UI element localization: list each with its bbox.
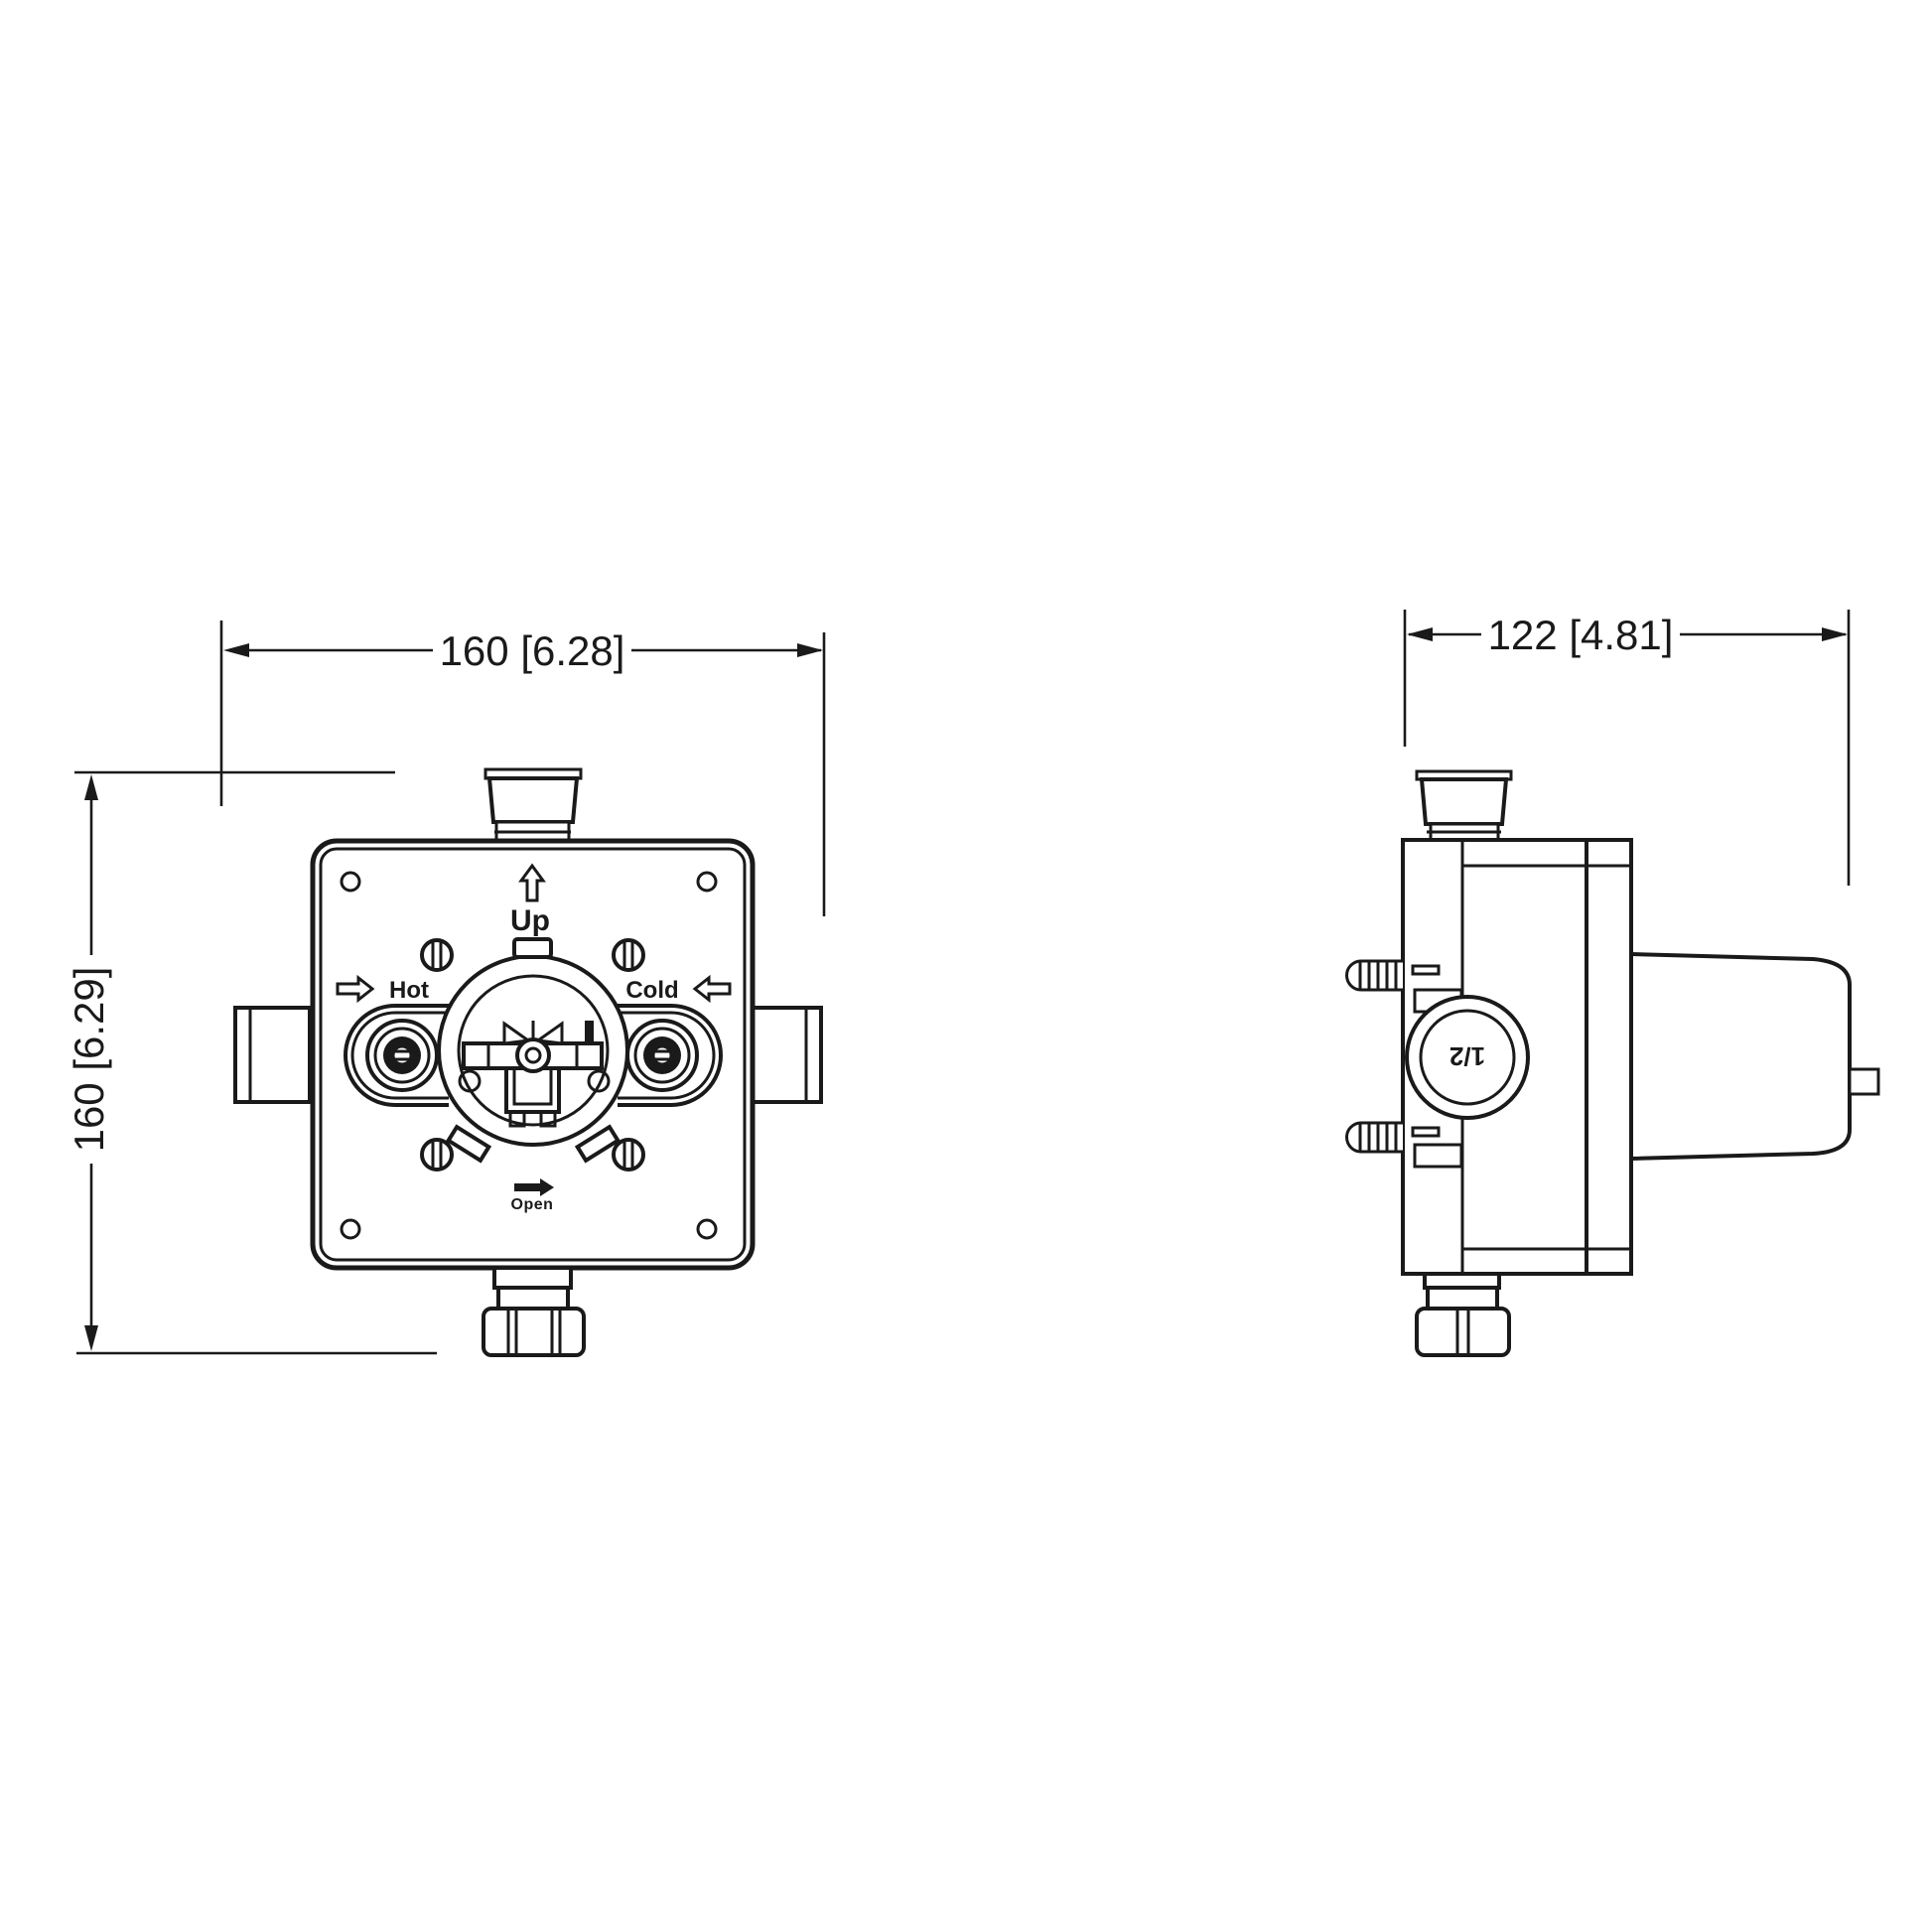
- front-view: 160 [6.28] 160 [6.29]: [66, 621, 826, 1357]
- hot-inlet-stub: [233, 1006, 312, 1104]
- up-flow-arrow-icon: [518, 863, 546, 902]
- outlet-hex-nut: [482, 1307, 586, 1357]
- hot-label: Hot: [389, 977, 429, 1004]
- screw-top-right-icon: [612, 938, 645, 972]
- front-height-dimension-text: 160 [6.29]: [66, 967, 112, 1153]
- screw-hole-bottom-right: [696, 1218, 718, 1240]
- cold-inlet-arrow-icon: [692, 974, 732, 1004]
- open-direction-arrow-icon: [514, 1178, 554, 1196]
- front-width-dimension: 160 [6.28]: [219, 621, 826, 916]
- side-connection-circle: 1/2: [1405, 995, 1530, 1120]
- open-label: Open: [511, 1196, 554, 1213]
- hot-inlet-arrow-icon: [336, 974, 375, 1004]
- connection-size-text: 1/2: [1449, 1041, 1485, 1071]
- side-view: 122 [4.81]: [1345, 610, 1880, 1357]
- screw-hole-bottom-left: [340, 1218, 361, 1240]
- screw-top-left-icon: [420, 938, 454, 972]
- valve-mechanism: [458, 1021, 611, 1128]
- hot-inlet-union: [344, 1004, 449, 1107]
- screw-bottom-right-icon: [612, 1138, 645, 1172]
- bonnet-bottom-left-tab: [445, 1124, 492, 1164]
- arrowhead-right-icon: [1822, 627, 1848, 641]
- arrowhead-left-icon: [1407, 627, 1433, 641]
- hose-barb-bottom: [1345, 1121, 1463, 1169]
- screw-hole-top-left: [340, 871, 361, 893]
- arrowhead-up-icon: [84, 774, 98, 800]
- front-top-port: [483, 767, 583, 843]
- arrowhead-left-icon: [223, 643, 249, 657]
- outlet-hex-nut: [1415, 1307, 1511, 1357]
- cold-label: Cold: [625, 977, 678, 1004]
- screw-hole-top-right: [696, 871, 718, 893]
- plaster-guard-screws: [420, 938, 645, 1172]
- mounting-plate-edge: [1585, 838, 1633, 1276]
- up-label: Up: [510, 904, 550, 937]
- side-top-port: [1415, 769, 1513, 842]
- side-depth-dimension: 122 [4.81]: [1403, 610, 1851, 886]
- front-width-dimension-text: 160 [6.28]: [440, 627, 625, 674]
- screw-bottom-left-icon: [420, 1138, 454, 1172]
- cartridge-housing: [1630, 952, 1880, 1161]
- side-depth-dimension-text: 122 [4.81]: [1488, 612, 1674, 658]
- arrowhead-down-icon: [84, 1325, 98, 1351]
- bonnet-bottom-right-tab: [574, 1124, 621, 1164]
- cold-inlet-stub: [751, 1006, 823, 1104]
- arrowhead-right-icon: [797, 643, 823, 657]
- front-bottom-outlet: [482, 1266, 586, 1357]
- front-height-dimension: 160 [6.29]: [66, 770, 437, 1355]
- side-bottom-outlet: [1415, 1272, 1511, 1357]
- bonnet-top-tab: [512, 937, 553, 959]
- valve-stem: [1848, 1067, 1880, 1096]
